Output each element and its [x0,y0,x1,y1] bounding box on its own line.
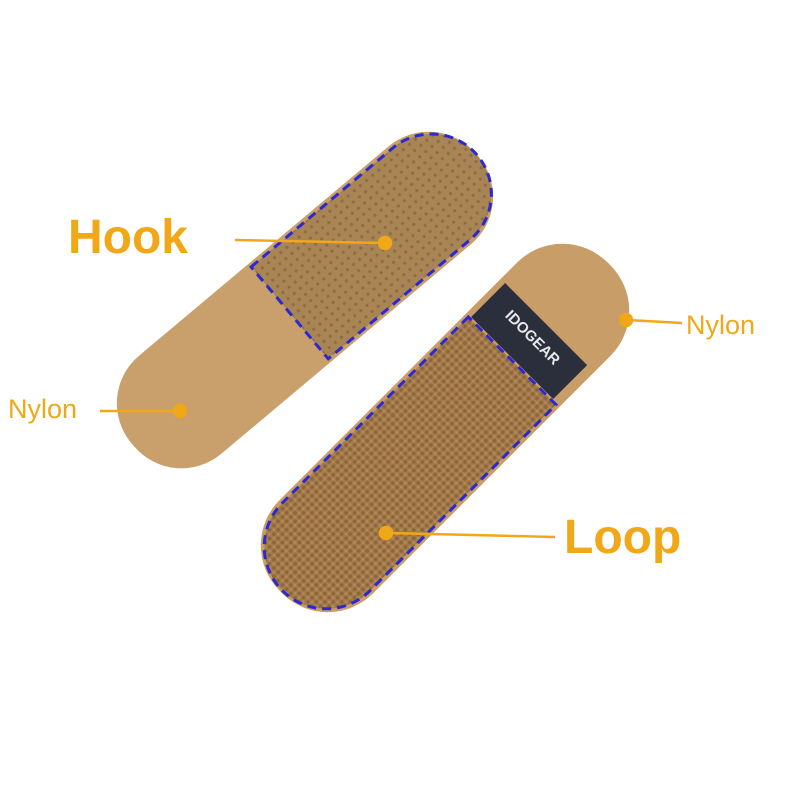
nylon-right-leader [627,318,683,325]
loop-dot [378,525,394,541]
loop-leader [387,531,556,539]
hook-leader [234,238,384,245]
left-strap [116,131,494,469]
right-strap: IDOGEAR [260,243,630,613]
loop-area [262,314,559,611]
hook-area [248,132,493,361]
hook-dot [377,235,393,251]
loop-label: Loop [564,511,682,564]
nylon-left-label: Nylon [8,394,78,424]
nylon-right-label: Nylon [686,310,756,340]
hook-label: Hook [68,211,188,264]
nylon-left-dot [172,403,188,419]
nylon-right-dot [618,312,634,328]
leader-lines [100,235,683,541]
